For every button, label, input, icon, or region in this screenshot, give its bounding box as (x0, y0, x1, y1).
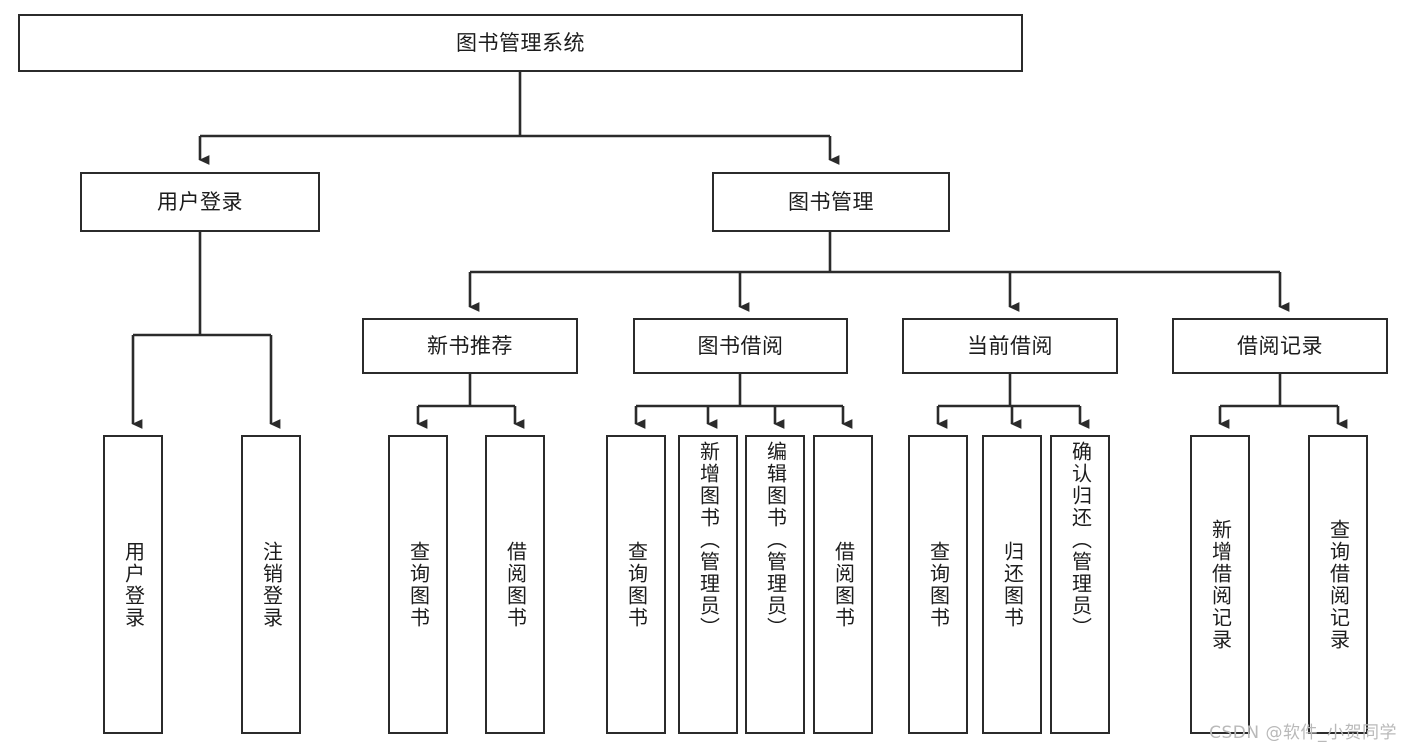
node-leaf-add-borrow-record-label: 新增借阅记录 (1208, 518, 1233, 651)
node-leaf-query-book-1[interactable]: 查询图书 (388, 435, 448, 734)
node-leaf-add-book-admin-label: 新增图书（管理员） (696, 441, 721, 639)
node-leaf-borrow-book-2-label: 借阅图书 (831, 540, 856, 629)
node-current-borrow-label: 当前借阅 (967, 333, 1053, 358)
node-leaf-query-book-3-label: 查询图书 (926, 540, 951, 629)
node-leaf-borrow-book-1-label: 借阅图书 (503, 540, 528, 629)
node-leaf-query-book-3[interactable]: 查询图书 (908, 435, 968, 734)
node-leaf-add-book-admin[interactable]: 新增图书（管理员） (678, 435, 738, 734)
node-leaf-confirm-return-admin[interactable]: 确认归还（管理员） (1050, 435, 1110, 734)
node-borrow-record[interactable]: 借阅记录 (1172, 318, 1388, 374)
node-leaf-edit-book-admin[interactable]: 编辑图书（管理员） (745, 435, 805, 734)
node-leaf-return-book[interactable]: 归还图书 (982, 435, 1042, 734)
node-root[interactable]: 图书管理系统 (18, 14, 1023, 72)
node-current-borrow[interactable]: 当前借阅 (902, 318, 1118, 374)
csdn-watermark: CSDN @软件_小贺同学 (1209, 723, 1397, 743)
node-leaf-query-book-2-label: 查询图书 (624, 540, 649, 629)
node-leaf-edit-book-admin-label: 编辑图书（管理员） (763, 441, 788, 639)
node-new-book-recommend-label: 新书推荐 (427, 333, 513, 358)
node-leaf-add-borrow-record[interactable]: 新增借阅记录 (1190, 435, 1250, 734)
node-leaf-logout[interactable]: 注销登录 (241, 435, 301, 734)
node-new-book-recommend[interactable]: 新书推荐 (362, 318, 578, 374)
node-leaf-query-borrow-record[interactable]: 查询借阅记录 (1308, 435, 1368, 734)
node-leaf-borrow-book-2[interactable]: 借阅图书 (813, 435, 873, 734)
node-book-borrow-label: 图书借阅 (697, 333, 784, 358)
node-leaf-query-book-2[interactable]: 查询图书 (606, 435, 666, 734)
node-leaf-user-login-label: 用户登录 (121, 540, 146, 629)
node-root-label: 图书管理系统 (456, 30, 585, 55)
node-leaf-logout-label: 注销登录 (259, 540, 284, 629)
node-book-borrow[interactable]: 图书借阅 (633, 318, 848, 374)
node-leaf-confirm-return-admin-label: 确认归还（管理员） (1068, 441, 1093, 639)
node-leaf-user-login[interactable]: 用户登录 (103, 435, 163, 734)
node-leaf-return-book-label: 归还图书 (1000, 540, 1025, 629)
node-leaf-borrow-book-1[interactable]: 借阅图书 (485, 435, 545, 734)
node-user-login-label: 用户登录 (157, 189, 243, 214)
node-book-manage-label: 图书管理 (788, 189, 874, 214)
node-leaf-query-borrow-record-label: 查询借阅记录 (1326, 518, 1351, 651)
node-borrow-record-label: 借阅记录 (1237, 333, 1323, 358)
node-book-manage[interactable]: 图书管理 (712, 172, 950, 232)
node-leaf-query-book-1-label: 查询图书 (406, 540, 431, 629)
node-user-login[interactable]: 用户登录 (80, 172, 320, 232)
